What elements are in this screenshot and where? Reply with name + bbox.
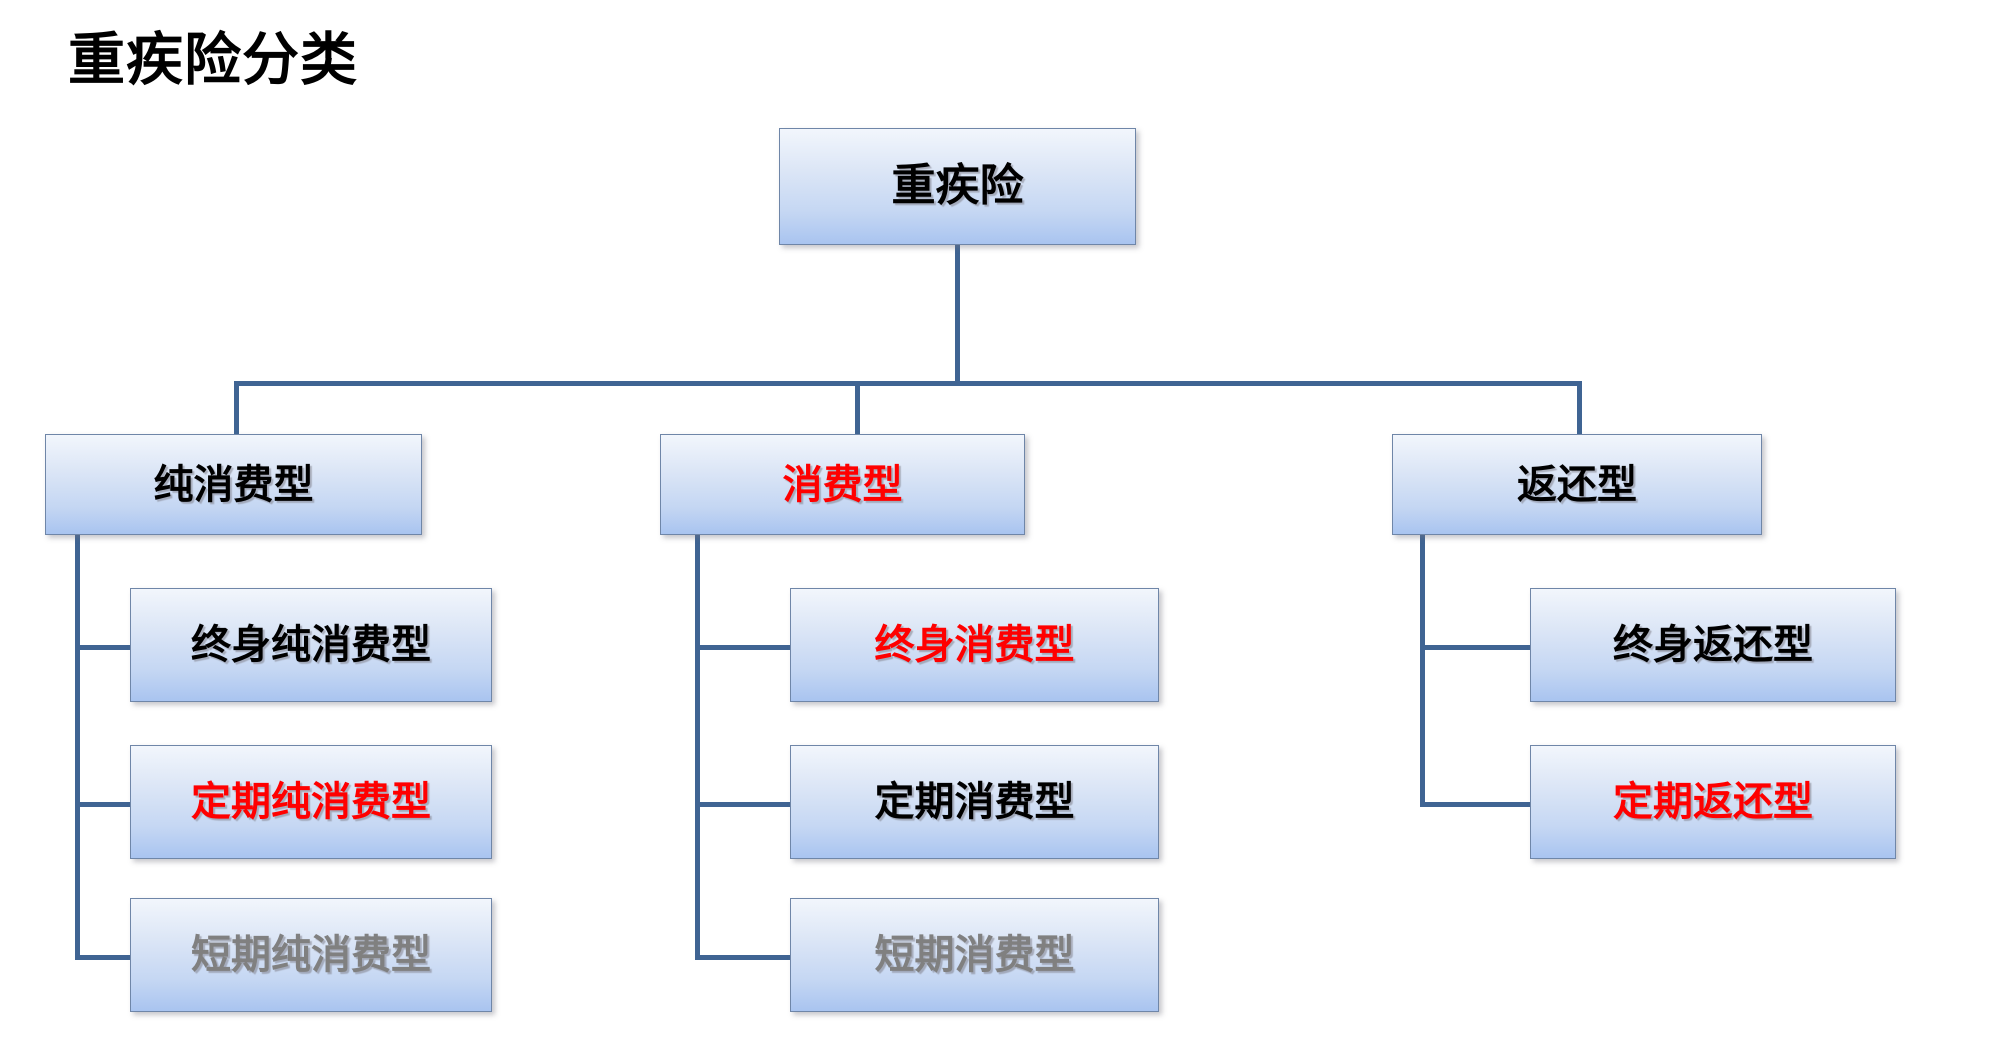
node-leaf-2-2-label: 定期消费型 — [874, 780, 1075, 824]
connector-branch-drop-3 — [1577, 381, 1582, 437]
node-branch-3-label: 返还型 — [1517, 462, 1637, 507]
node-branch-3[interactable]: 返还型 — [1392, 434, 1762, 535]
connector-trunk-col2 — [695, 535, 700, 960]
node-leaf-2-1-label: 终身消费型 — [874, 623, 1075, 667]
node-leaf-1-3-label: 短期纯消费型 — [191, 933, 431, 977]
node-leaf-2-2[interactable]: 定期消费型 — [790, 745, 1159, 859]
connector-branch-col1-2 — [75, 802, 130, 807]
node-branch-2[interactable]: 消费型 — [660, 434, 1025, 535]
connector-branch-col3-2 — [1420, 802, 1530, 807]
connector-root-stem — [955, 245, 960, 385]
node-leaf-2-1[interactable]: 终身消费型 — [790, 588, 1159, 702]
connector-branch-col2-2 — [695, 802, 790, 807]
node-leaf-3-1-label: 终身返还型 — [1613, 623, 1813, 667]
connector-trunk-col3 — [1420, 535, 1425, 807]
connector-branch-col2-1 — [695, 645, 790, 650]
node-branch-1-label: 纯消费型 — [153, 462, 314, 507]
node-leaf-1-2[interactable]: 定期纯消费型 — [130, 745, 492, 859]
node-root-label: 重疾险 — [891, 161, 1024, 211]
node-leaf-2-3[interactable]: 短期消费型 — [790, 898, 1159, 1012]
connector-branch-col1-3 — [75, 955, 130, 960]
connector-branch-drop-2 — [855, 381, 860, 437]
connector-trunk-col1 — [75, 535, 80, 960]
connector-branch-col3-1 — [1420, 645, 1530, 650]
node-leaf-1-3[interactable]: 短期纯消费型 — [130, 898, 492, 1012]
connector-branch-col1-1 — [75, 645, 130, 650]
node-branch-1[interactable]: 纯消费型 — [45, 434, 422, 535]
node-branch-2-label: 消费型 — [782, 462, 903, 507]
connector-branch-drop-1 — [234, 381, 239, 437]
connector-root-bus — [234, 381, 1582, 386]
page-title: 重疾险分类 — [68, 28, 358, 92]
node-leaf-3-1[interactable]: 终身返还型 — [1530, 588, 1896, 702]
node-leaf-2-3-label: 短期消费型 — [874, 933, 1075, 977]
node-leaf-3-2[interactable]: 定期返还型 — [1530, 745, 1896, 859]
node-leaf-1-2-label: 定期纯消费型 — [191, 780, 431, 824]
node-leaf-1-1[interactable]: 终身纯消费型 — [130, 588, 492, 702]
connector-branch-col2-3 — [695, 955, 790, 960]
node-leaf-3-2-label: 定期返还型 — [1613, 780, 1813, 824]
node-root[interactable]: 重疾险 — [779, 128, 1136, 245]
node-leaf-1-1-label: 终身纯消费型 — [191, 623, 431, 667]
